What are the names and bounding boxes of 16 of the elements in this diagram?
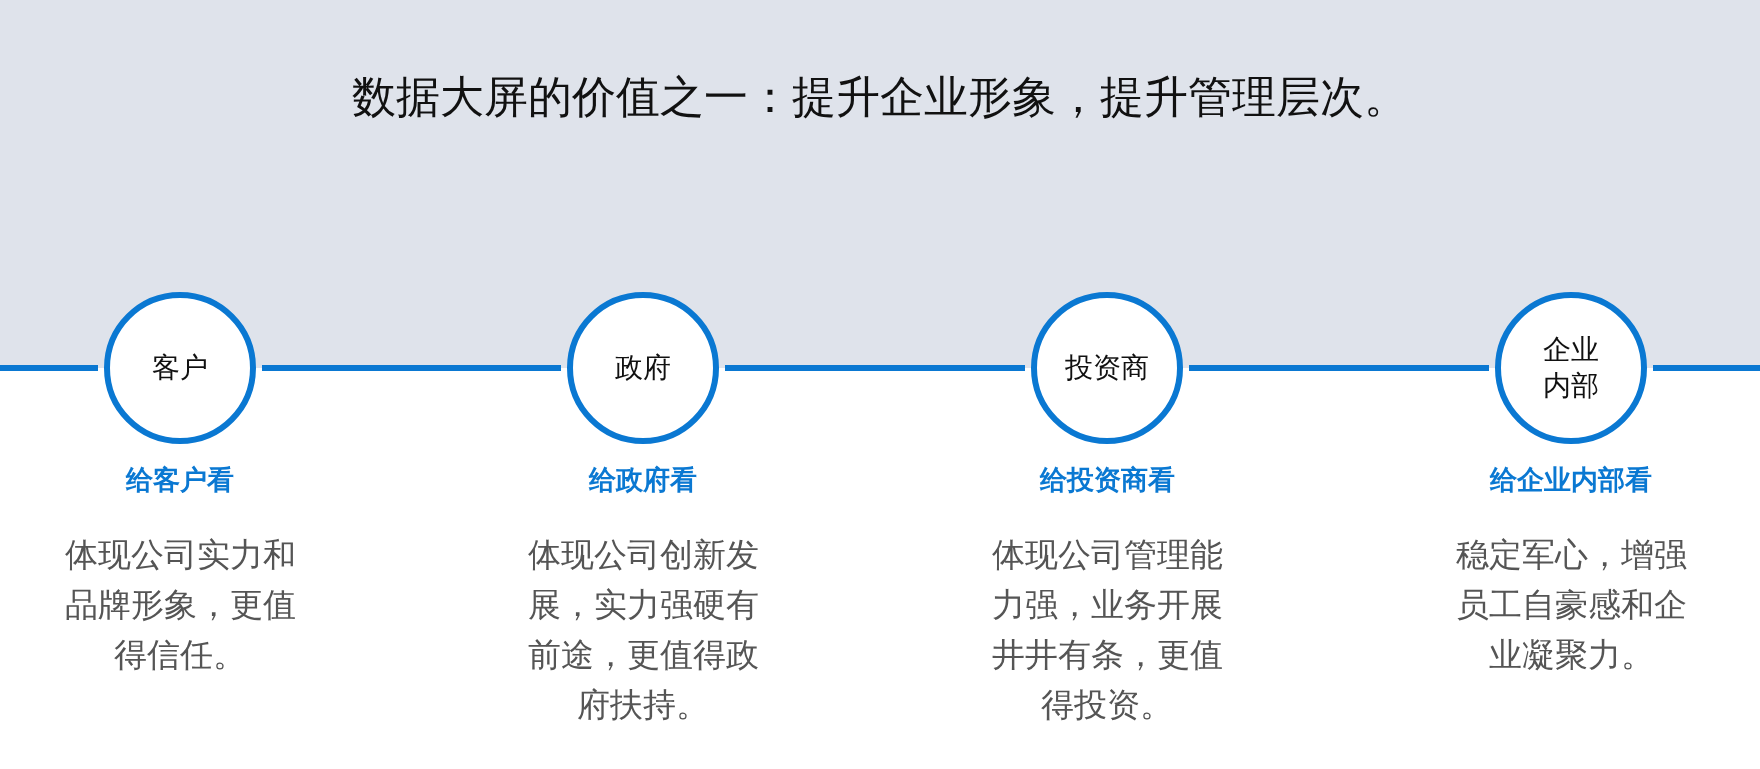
- description-text: 体现公司管理能力强，业务开展井井有条，更值得投资。: [990, 534, 1224, 726]
- circle-node: 客户: [104, 292, 256, 444]
- audience-heading: 给企业内部看: [1488, 463, 1653, 497]
- audience-heading: 给投资商看: [1038, 463, 1176, 497]
- connector-line: [1189, 365, 1489, 371]
- audience-heading: 给客户看: [124, 463, 235, 497]
- circle-node: 企业内部: [1495, 292, 1647, 444]
- description-text: 体现公司实力和品牌形象，更值得信任。: [63, 534, 297, 676]
- circle-node: 政府: [567, 292, 719, 444]
- title: 数据大屏的价值之一：提升企业形象，提升管理层次。: [351, 70, 1409, 124]
- audience-heading: 给政府看: [587, 463, 698, 497]
- connector-line: [725, 365, 1025, 371]
- connector-line: [262, 365, 561, 371]
- description-text: 稳定军心，增强员工自豪感和企业凝聚力。: [1454, 534, 1688, 676]
- circle-node: 投资商: [1031, 292, 1183, 444]
- description-text: 体现公司创新发展，实力强硬有前途，更值得政府扶持。: [526, 534, 760, 726]
